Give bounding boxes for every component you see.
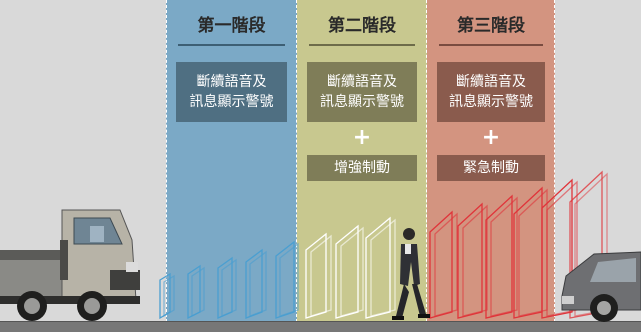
car-icon bbox=[561, 251, 641, 322]
stage-1-warning-box: 斷續語音及 訊息顯示警號 bbox=[176, 62, 287, 122]
stage-3-plus-sign: + bbox=[481, 125, 501, 150]
pedestrian-icon bbox=[392, 228, 430, 320]
stage-3-warning-line1: 斷續語音及 bbox=[456, 74, 526, 90]
road-surface bbox=[0, 322, 641, 332]
stage-3-warning-box: 斷續語音及 訊息顯示警號 bbox=[437, 62, 545, 122]
stage-2-plus-sign: + bbox=[352, 125, 372, 150]
stage-3-warning-line2: 訊息顯示警號 bbox=[449, 94, 533, 110]
stage-2-warning-box: 斷續語音及 訊息顯示警號 bbox=[307, 62, 417, 122]
road-edge bbox=[0, 321, 641, 322]
stage-3-brake-box: 緊急制動 bbox=[437, 155, 545, 181]
stage-2-warning-line2: 訊息顯示警號 bbox=[320, 94, 404, 110]
stage-1-warning-line1: 斷續語音及 bbox=[196, 74, 267, 90]
divider-2-3 bbox=[426, 0, 427, 322]
stage-3-title: 第三階段 bbox=[457, 16, 525, 36]
stage-2-warning-line1: 斷續語音及 bbox=[327, 74, 397, 90]
stage-2-brake-box: 增強制動 bbox=[307, 155, 417, 181]
stage-2-title: 第二階段 bbox=[328, 16, 396, 36]
divider-left bbox=[166, 0, 167, 322]
truck-icon bbox=[0, 209, 140, 321]
divider-1-2 bbox=[296, 0, 297, 322]
stage-2-title-underline bbox=[309, 44, 415, 46]
stage-2-zone: 第二階段 斷續語音及 訊息顯示警號 + 增強制動 bbox=[297, 0, 427, 322]
stage-1-title: 第一階段 bbox=[197, 16, 266, 36]
divider-right bbox=[554, 0, 555, 322]
radar-waves-white bbox=[305, 216, 396, 319]
stage-1-title-underline bbox=[178, 44, 285, 46]
stage-3-title-underline bbox=[439, 44, 543, 46]
radar-waves-blue bbox=[159, 240, 299, 320]
stage-1-warning-line2: 訊息顯示警號 bbox=[189, 94, 274, 110]
